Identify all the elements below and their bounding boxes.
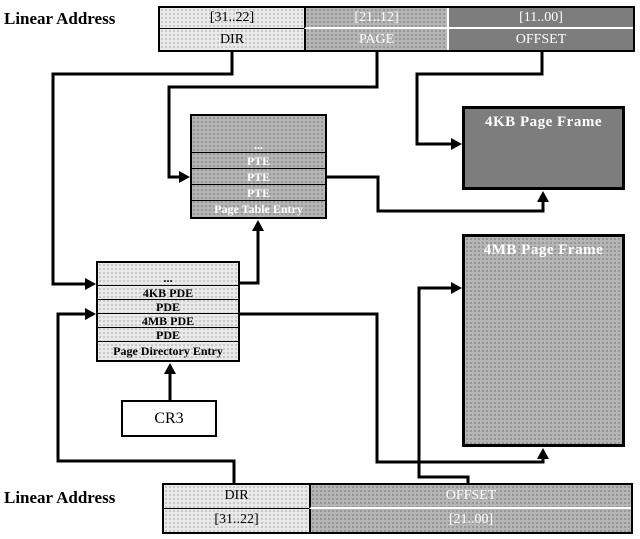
- page-directory-row-4kb-pde: 4KB PDE: [98, 285, 238, 299]
- page-table-row-pte-1: PTE: [192, 152, 325, 168]
- page-directory-row-entry: Page Directory Entry: [98, 341, 238, 360]
- cr3-register-box: CR3: [121, 400, 217, 437]
- arrowhead-into-4kb-frame-bottom: [537, 191, 549, 202]
- 4kb-page-frame-box: 4KB Page Frame: [462, 106, 625, 190]
- 4mb-page-frame-box: 4MB Page Frame: [462, 234, 625, 447]
- arrowhead-into-directory-bottom: [164, 363, 176, 374]
- top-dir-bits-cell: [31..22]: [160, 8, 304, 29]
- page-table-box: ... PTE PTE PTE Page Table Entry: [190, 114, 327, 219]
- bottom-dir-bits-cell: [31..22]: [164, 508, 309, 532]
- top-offset-bits-cell: [11..00]: [447, 8, 633, 29]
- bottom-linear-address-label: Linear Address: [4, 488, 116, 507]
- top-offset-field-cell: OFFSET: [447, 29, 633, 50]
- top-page-field-cell: PAGE: [304, 29, 447, 50]
- arrowhead-into-directory-4kb-pde: [85, 278, 96, 290]
- page-directory-row-pde-2: PDE: [98, 327, 238, 341]
- page-directory-box: ... 4KB PDE PDE 4MB PDE PDE Page Directo…: [96, 261, 240, 362]
- bottom-linear-address-box: DIR [31..22] OFFSET [21..00]: [162, 483, 633, 534]
- 4kb-page-frame-title: 4KB Page Frame: [485, 114, 602, 130]
- page-table-row-entry: Page Table Entry: [192, 200, 325, 217]
- arrowhead-into-4mb-frame-bottom: [537, 448, 549, 459]
- wire-4kb-pde-to-page-table-bottom: [240, 230, 260, 285]
- bottom-dir-field-cell: DIR: [164, 485, 309, 509]
- bottom-offset-field-cell: OFFSET: [309, 485, 631, 509]
- page-directory-row-pde-1: PDE: [98, 299, 238, 313]
- page-table-row-pte-3: PTE: [192, 184, 325, 200]
- arrowhead-into-4mb-frame-left: [451, 282, 462, 294]
- page-table-row-pte-2: PTE: [192, 168, 325, 184]
- arrowhead-into-directory-4mb-pde: [85, 308, 96, 320]
- bottom-offset-bits-cell: [21..00]: [309, 508, 631, 532]
- top-dir-field-cell: DIR: [160, 29, 304, 50]
- top-linear-address-box: [31..22] DIR [21..12] PAGE [11..00] OFFS…: [158, 6, 635, 52]
- arrowhead-into-page-table-bottom: [252, 220, 264, 231]
- 4mb-page-frame-title: 4MB Page Frame: [483, 242, 604, 258]
- page-directory-ellipsis-row: ...: [163, 271, 173, 285]
- page-directory-row-4mb-pde: 4MB PDE: [98, 313, 238, 327]
- page-table-ellipsis-row: ...: [254, 138, 263, 152]
- cr3-label: CR3: [154, 409, 184, 427]
- wire-bottom-offset-to-4mb-frame: [417, 286, 470, 484]
- top-linear-address-label: Linear Address: [4, 9, 116, 28]
- arrowhead-into-page-table: [179, 171, 190, 183]
- top-page-bits-cell: [21..12]: [304, 8, 447, 29]
- arrowhead-into-4kb-frame-left: [451, 138, 462, 150]
